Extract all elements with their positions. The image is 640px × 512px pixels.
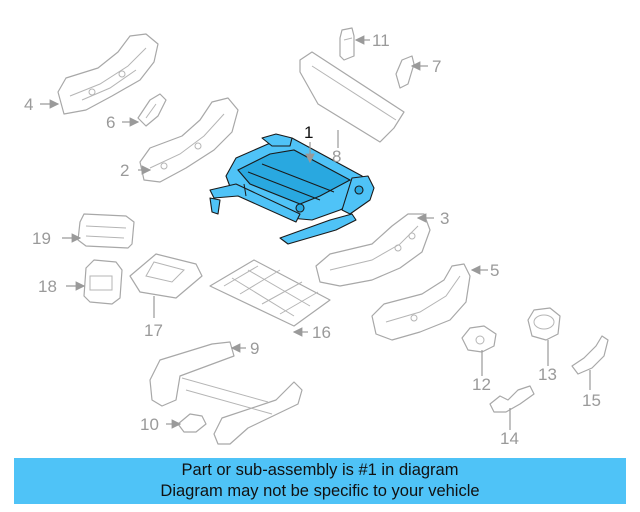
callout-10: 10	[140, 415, 159, 434]
part-17-switch-module[interactable]	[129, 253, 203, 299]
callout-6: 6	[106, 113, 115, 132]
callout-17: 17	[144, 321, 163, 340]
part-3-side-shield[interactable]	[315, 213, 431, 287]
banner-line-2: Diagram may not be specific to your vehi…	[160, 482, 480, 500]
part-19-module[interactable]	[77, 213, 135, 249]
callout-2: 2	[120, 161, 129, 180]
part-7-bracket[interactable]	[395, 55, 415, 89]
part-6-bracket[interactable]	[137, 93, 167, 127]
callout-14: 14	[500, 429, 519, 448]
part-4-side-shield[interactable]	[57, 33, 159, 115]
callout-19: 19	[32, 229, 51, 248]
part-1-seat-frame[interactable]	[209, 133, 375, 245]
callout-4: 4	[24, 95, 33, 114]
part-10-bracket[interactable]	[177, 413, 207, 433]
callout-9: 9	[250, 339, 259, 358]
parts-diagram: 1 2 3 4 5 6 7 8 9 10 11 12 13 14 15 16 1…	[24, 27, 609, 448]
callout-16: 16	[312, 323, 331, 342]
callout-11: 11	[372, 31, 390, 50]
part-14-strap[interactable]	[489, 385, 535, 413]
callout-15: 15	[582, 391, 601, 410]
callout-3: 3	[440, 209, 449, 228]
part-2-side-shield[interactable]	[139, 97, 239, 183]
part-15-strap[interactable]	[571, 335, 609, 375]
part-12-clip[interactable]	[461, 325, 497, 353]
part-13-bushing[interactable]	[527, 307, 561, 341]
info-banner: Part or sub-assembly is #1 in diagram Di…	[14, 458, 626, 504]
callout-7: 7	[432, 57, 441, 76]
part-18-control-module[interactable]	[83, 259, 123, 305]
callout-1: 1	[304, 123, 313, 142]
part-5-side-shield[interactable]	[371, 263, 471, 341]
callout-18: 18	[38, 277, 57, 296]
part-8-back-panel[interactable]	[299, 51, 405, 143]
part-16-spring-mat[interactable]	[209, 259, 331, 327]
banner-line-1: Part or sub-assembly is #1 in diagram	[181, 461, 459, 479]
callout-13: 13	[538, 365, 557, 384]
part-11-clip[interactable]	[339, 27, 355, 61]
callout-5: 5	[490, 261, 499, 280]
callout-8: 8	[332, 147, 341, 166]
part-9-track-frame[interactable]	[149, 341, 303, 445]
callout-12: 12	[472, 375, 491, 394]
